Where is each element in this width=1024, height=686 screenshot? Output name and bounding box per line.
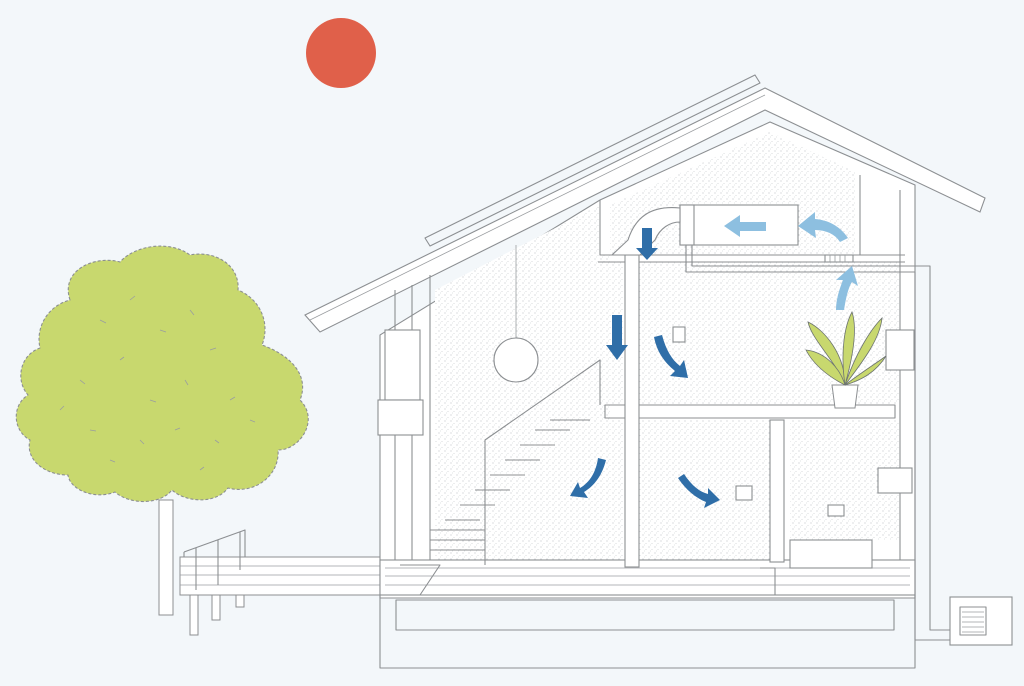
deck [179, 529, 381, 636]
return-arrow-left [724, 215, 766, 237]
outdoor-unit-icon [949, 596, 1013, 646]
potted-plant-icon [805, 310, 887, 409]
supply-arrow-curve-1 [654, 335, 688, 378]
return-arrow-curve-top [798, 212, 848, 242]
supply-arrow-curve-2 [570, 458, 606, 498]
return-air-arrows [724, 212, 858, 310]
supply-air-arrows [570, 228, 720, 508]
return-arrow-up [836, 266, 858, 310]
supply-arrow-down-1 [636, 228, 658, 260]
house-structure [304, 74, 986, 669]
supply-arrow-curve-3 [678, 474, 720, 508]
pendant-lamp-icon [493, 245, 539, 383]
supply-arrow-down-2 [606, 315, 628, 360]
tree-icon [15, 245, 309, 616]
sun-icon [306, 18, 376, 88]
